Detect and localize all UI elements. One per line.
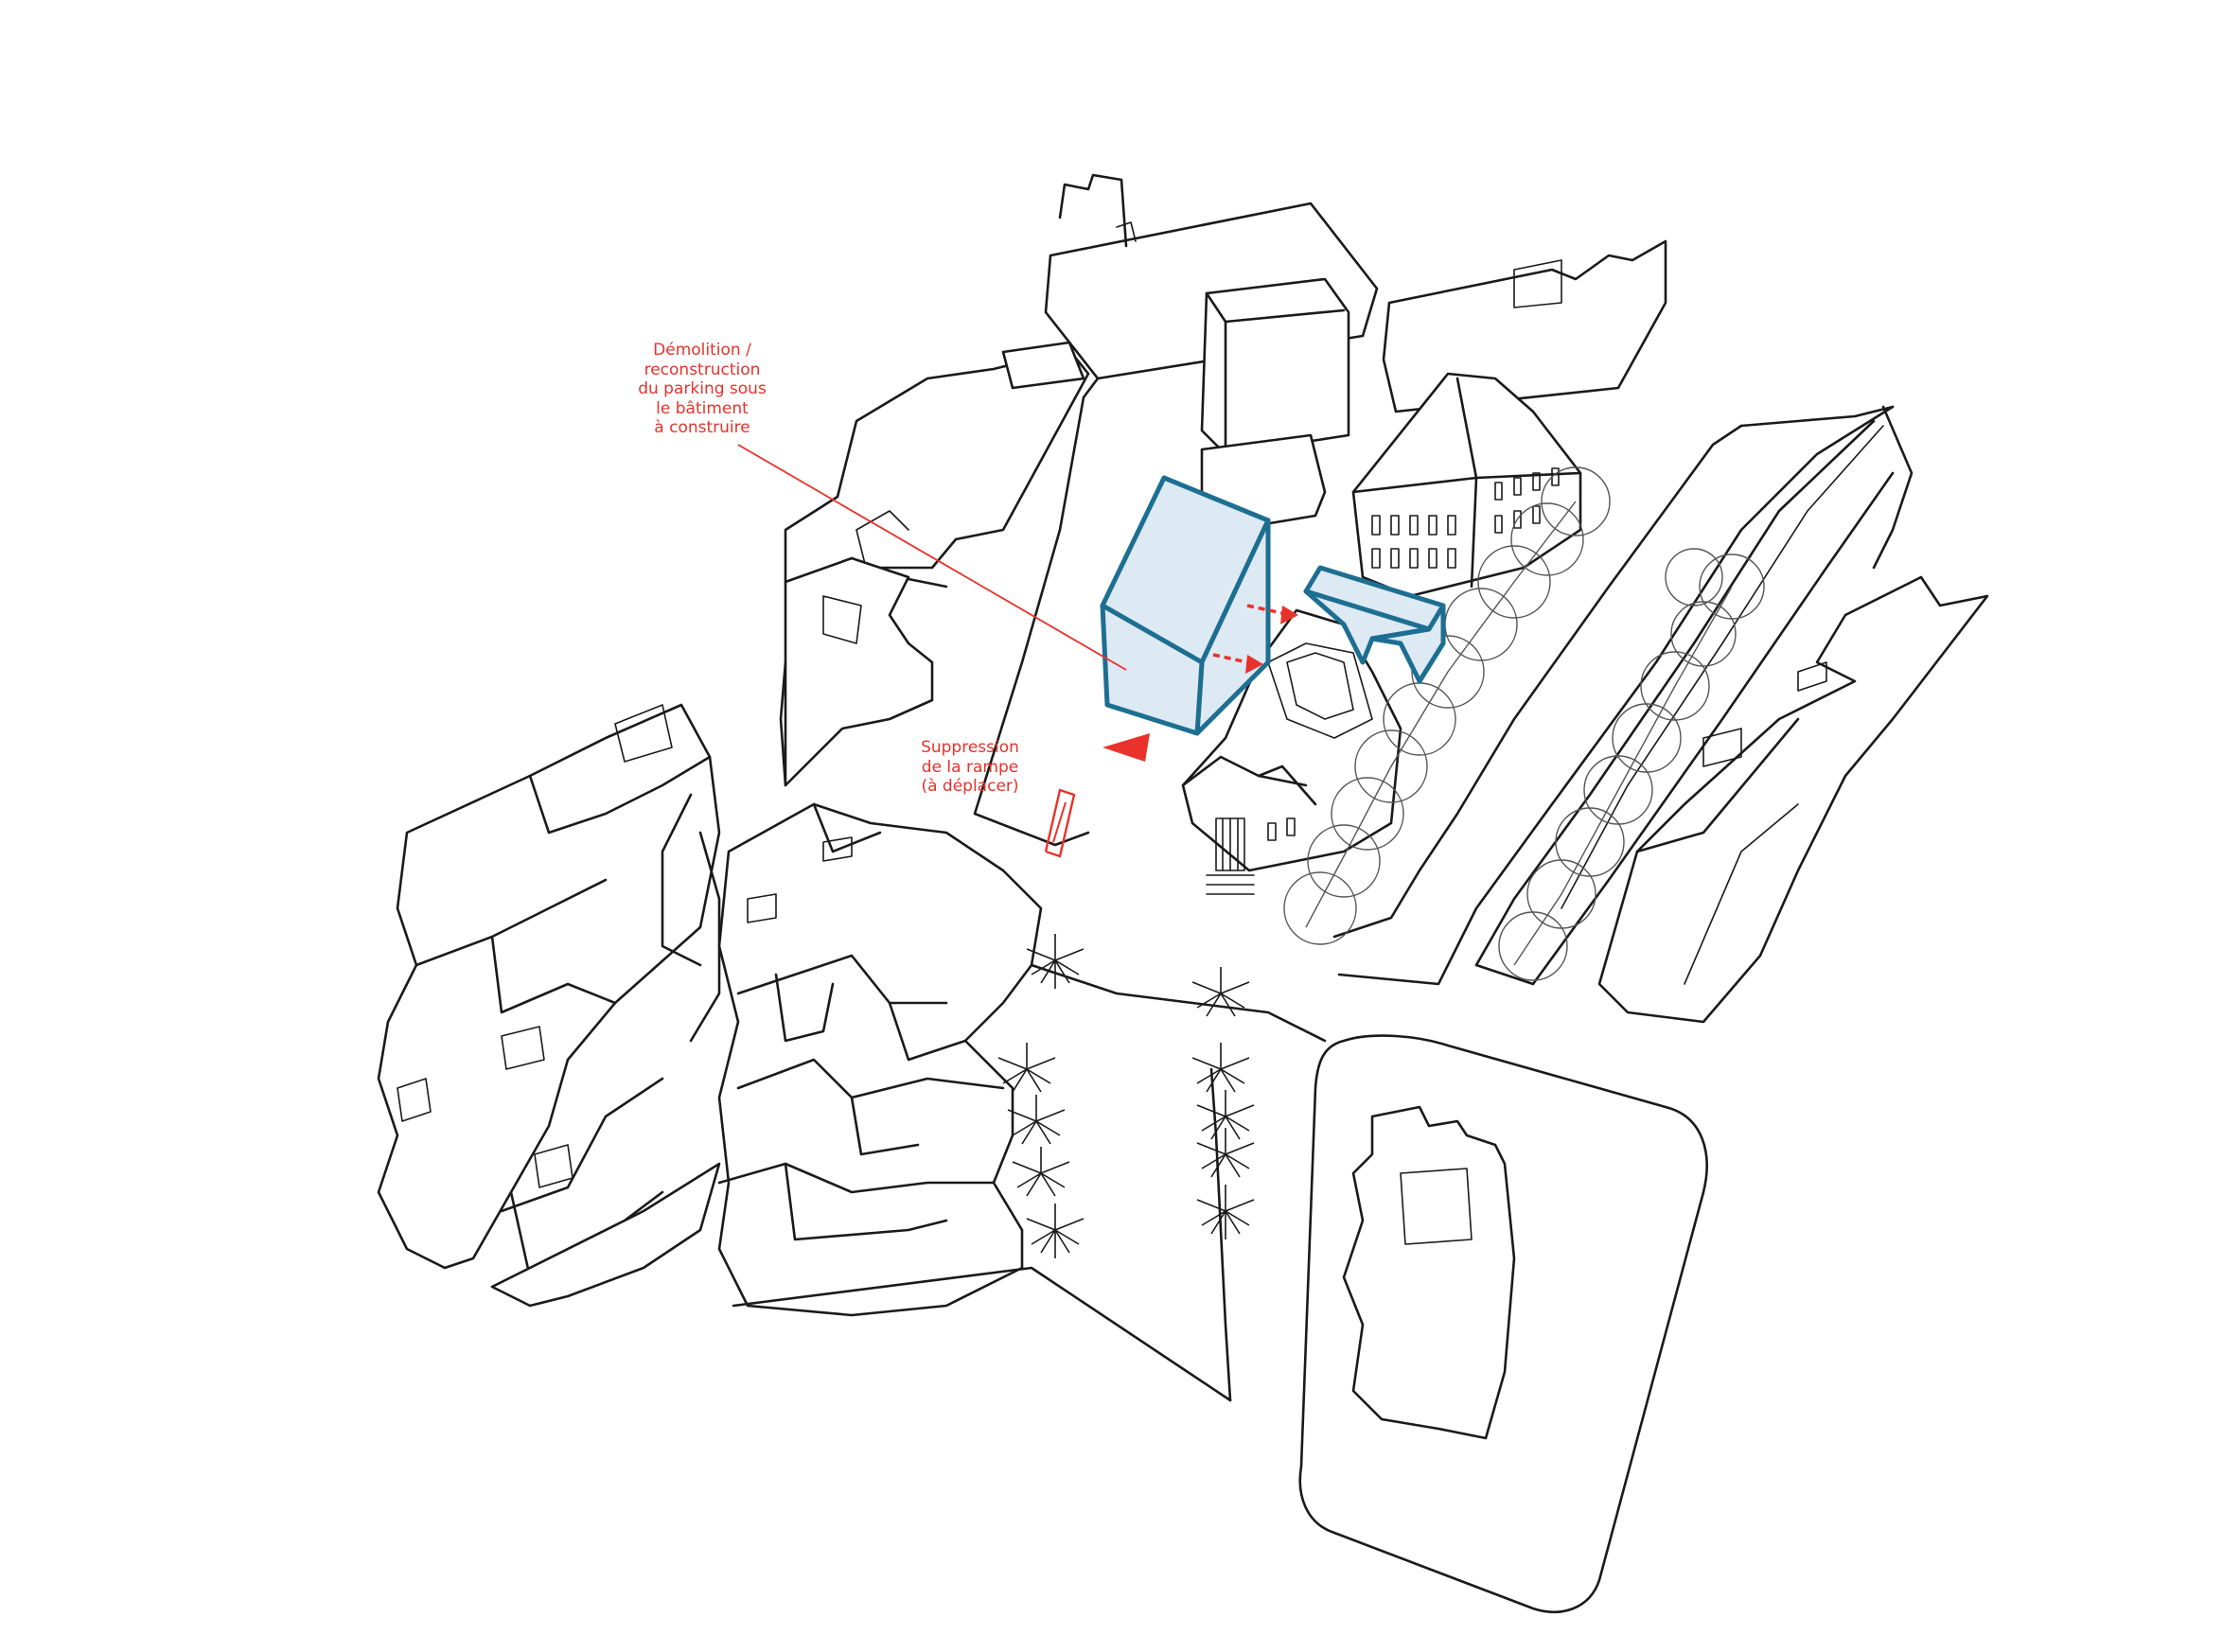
ramp-annotation: Suppression de la rampe (à déplacer) — [921, 738, 1019, 796]
courtyard-outline — [973, 377, 1100, 847]
viewpoint-marker — [1102, 733, 1150, 762]
proposed-annex — [1303, 565, 1446, 684]
east-edge-curve — [1872, 405, 1914, 570]
arrow-upper — [1246, 604, 1298, 624]
southwest-cluster — [377, 703, 721, 1308]
street-edge-west — [661, 793, 702, 967]
leader-line — [737, 444, 1127, 671]
palm-trees — [997, 934, 1255, 1258]
north-buildings — [1044, 173, 1667, 413]
east-block — [1597, 575, 1989, 1024]
street-edge-south — [732, 1266, 1232, 1402]
tree-row-west — [1283, 466, 1611, 945]
tree-row-east — [1498, 548, 1765, 981]
heritage-building-south — [1181, 608, 1402, 895]
tower-north — [1200, 277, 1350, 456]
ramp-symbol — [1044, 788, 1076, 858]
arrow-lower — [1212, 653, 1263, 674]
rail-corridor — [1332, 405, 1895, 986]
demolition-annotation: Démolition / reconstruction du parking s… — [638, 341, 767, 437]
street-corner-top — [1030, 963, 1327, 1043]
proposed-building — [1100, 475, 1271, 736]
southwest-long-block — [779, 556, 934, 787]
west-block — [784, 341, 1090, 607]
street-edge-center — [1209, 1067, 1232, 1402]
center-south-cluster — [717, 802, 1043, 1317]
southeast-block — [1298, 1034, 1708, 1613]
